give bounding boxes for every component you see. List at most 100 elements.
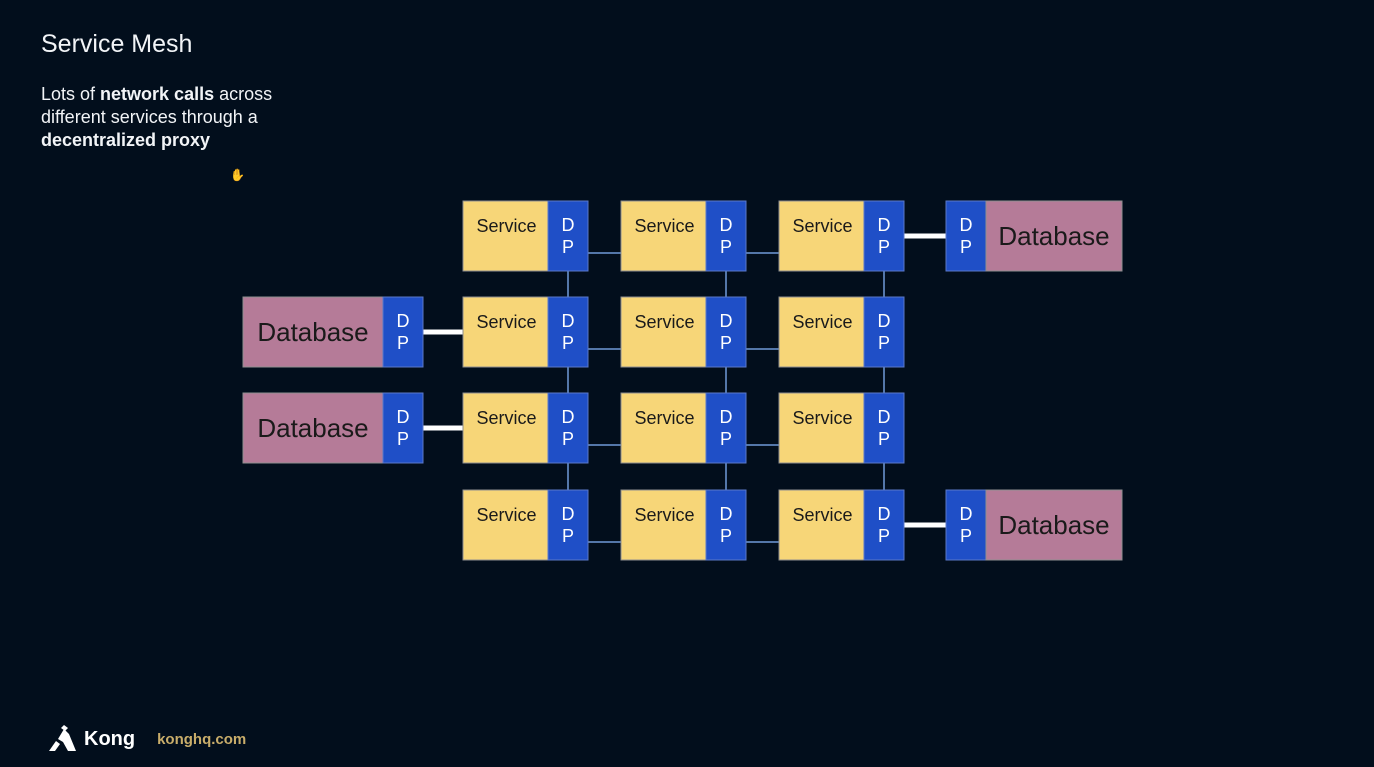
dp-label-d: D — [397, 407, 410, 427]
service-box — [462, 489, 549, 561]
service-box — [462, 200, 549, 272]
service-box — [778, 200, 865, 272]
brand-url[interactable]: konghq.com — [157, 730, 247, 748]
subtitle-part-4: decentralized proxy — [41, 130, 211, 150]
service-node: Service DP — [778, 296, 905, 368]
service-box — [620, 296, 707, 368]
subtitle-part-2: network calls — [100, 84, 215, 104]
subtitle-part-1: Lots of — [41, 84, 101, 104]
service-label: Service — [476, 408, 536, 428]
database-box — [242, 296, 384, 368]
dp-label-p: P — [562, 429, 574, 449]
service-node: Service DP — [778, 489, 905, 561]
service-label: Service — [792, 216, 852, 236]
dp-label-d: D — [878, 311, 891, 331]
service-node: Service DP — [462, 392, 589, 464]
dp-proxy-box — [945, 200, 987, 272]
dp-proxy-box — [863, 489, 905, 561]
service-box — [620, 200, 707, 272]
service-box — [778, 296, 865, 368]
dp-proxy-box — [863, 296, 905, 368]
database-node: Database DP — [242, 392, 424, 464]
database-label: Database — [998, 510, 1109, 540]
dp-label-d: D — [397, 311, 410, 331]
dp-label-p: P — [720, 333, 732, 353]
dp-label-p: P — [397, 333, 409, 353]
dp-proxy-box — [705, 392, 747, 464]
service-label: Service — [476, 216, 536, 236]
slide-title: Service Mesh — [41, 30, 193, 58]
service-box — [620, 392, 707, 464]
service-label: Service — [634, 505, 694, 525]
dp-label-d: D — [720, 215, 733, 235]
database-node: DP Database — [945, 200, 1123, 272]
database-box — [985, 200, 1123, 272]
service-node: Service DP — [778, 200, 905, 272]
dp-label-p: P — [878, 333, 890, 353]
dp-proxy-box — [382, 296, 424, 368]
dp-proxy-box — [705, 296, 747, 368]
dp-label-p: P — [878, 526, 890, 546]
dp-label-p: P — [720, 429, 732, 449]
dp-proxy-box — [705, 200, 747, 272]
database-label: Database — [257, 413, 368, 443]
hand-cursor-icon: ✋ — [230, 168, 245, 182]
dp-label-p: P — [562, 237, 574, 257]
dp-label-d: D — [562, 311, 575, 331]
footer: Kong konghq.com — [46, 724, 246, 754]
dp-proxy-box — [863, 392, 905, 464]
database-label: Database — [257, 317, 368, 347]
slide-subtitle: Lots of network calls across different s… — [41, 83, 321, 152]
service-box — [778, 489, 865, 561]
dp-label-d: D — [878, 407, 891, 427]
dp-label-d: D — [878, 215, 891, 235]
brand-name: Kong — [84, 727, 136, 750]
service-label: Service — [792, 505, 852, 525]
dp-proxy-box — [547, 489, 589, 561]
dp-label-d: D — [720, 311, 733, 331]
dp-label-p: P — [397, 429, 409, 449]
dp-label-d: D — [878, 504, 891, 524]
service-node: Service DP — [462, 200, 589, 272]
service-box — [620, 489, 707, 561]
dp-label-p: P — [562, 333, 574, 353]
subtitle-part-3: across different services through a — [41, 84, 273, 127]
database-label: Database — [998, 221, 1109, 251]
dp-label-d: D — [720, 407, 733, 427]
service-label: Service — [476, 312, 536, 332]
dp-proxy-box — [945, 489, 987, 561]
dp-label-d: D — [960, 215, 973, 235]
dp-label-p: P — [720, 526, 732, 546]
service-label: Service — [634, 408, 694, 428]
service-label: Service — [634, 216, 694, 236]
dp-label-d: D — [720, 504, 733, 524]
dp-label-p: P — [960, 526, 972, 546]
service-box — [778, 392, 865, 464]
dp-proxy-box — [705, 489, 747, 561]
dp-proxy-box — [547, 296, 589, 368]
dp-proxy-box — [863, 200, 905, 272]
service-label: Service — [634, 312, 694, 332]
dp-label-d: D — [960, 504, 973, 524]
database-node: DP Database — [945, 489, 1123, 561]
service-node: Service DP — [620, 200, 747, 272]
service-node: Service DP — [620, 296, 747, 368]
service-box — [462, 296, 549, 368]
service-label: Service — [476, 505, 536, 525]
service-label: Service — [792, 312, 852, 332]
dp-label-p: P — [960, 237, 972, 257]
dp-label-d: D — [562, 215, 575, 235]
dp-label-p: P — [878, 237, 890, 257]
dp-label-p: P — [720, 237, 732, 257]
service-node: Service DP — [620, 392, 747, 464]
service-node: Service DP — [462, 296, 589, 368]
service-box — [462, 392, 549, 464]
dp-proxy-box — [547, 392, 589, 464]
dp-label-d: D — [562, 407, 575, 427]
dp-label-p: P — [562, 526, 574, 546]
